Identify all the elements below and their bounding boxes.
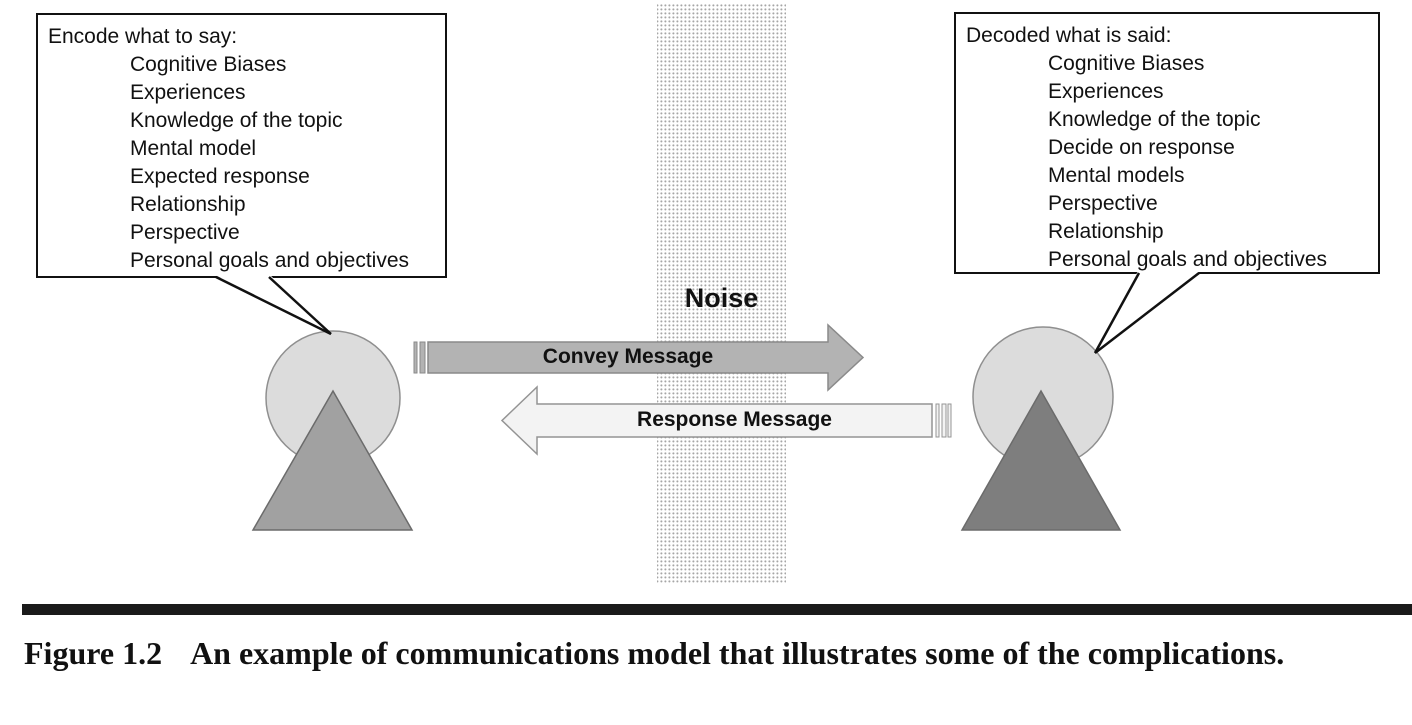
callout-list-item: Cognitive Biases <box>130 53 287 76</box>
callout-list-item: Experiences <box>130 81 246 104</box>
decode-tail-left-line <box>1093 272 1141 354</box>
callout-list-item: Expected response <box>130 165 310 188</box>
receiver-head-circle <box>972 326 1114 468</box>
convey-arrow-tail-bar <box>413 341 418 374</box>
encode-callout-tail <box>215 275 331 334</box>
callout-list-item: Relationship <box>1048 220 1164 243</box>
callout-list-item: Perspective <box>1048 192 1158 215</box>
encode-tail-right-line <box>268 276 332 335</box>
callout-list-item: Personal goals and objectives <box>1048 248 1328 271</box>
sender-body-triangle <box>251 389 414 531</box>
callout-list-item: Knowledge of the topic <box>130 109 343 132</box>
figure-caption-text: An example of communications model that … <box>190 635 1285 671</box>
encode-tail-left-line <box>215 275 332 336</box>
figure-divider-rule <box>22 604 1412 615</box>
encode-box-title: Encode what to say: <box>48 25 238 48</box>
callout-list-item: Mental models <box>1048 164 1185 187</box>
decode-box-title: Decoded what is said: <box>966 24 1172 47</box>
callout-list-item: Relationship <box>130 193 246 216</box>
response-arrow-tail-bar <box>947 403 952 438</box>
callout-list-item: Knowledge of the topic <box>1048 108 1261 131</box>
sender-head-circle <box>265 330 401 466</box>
decode-callout-box: Decoded what is said: Cognitive Biases E… <box>954 12 1380 274</box>
encode-callout-box: Encode what to say: Cognitive Biases Exp… <box>36 13 447 278</box>
convey-arrow-tail-bar <box>419 341 426 374</box>
callout-list-item: Perspective <box>130 221 240 244</box>
convey-message-label: Convey Message <box>542 345 714 368</box>
callout-list-item: Experiences <box>1048 80 1164 103</box>
decode-callout-tail <box>1095 271 1200 353</box>
noise-label: Noise <box>684 283 759 313</box>
callout-list-item: Cognitive Biases <box>1048 52 1205 75</box>
figure-caption-number: Figure 1.2 <box>24 635 163 671</box>
callout-list-item: Decide on response <box>1048 136 1235 159</box>
response-arrow-tail-bar <box>941 403 947 438</box>
callout-list-item: Personal goals and objectives <box>130 249 410 272</box>
receiver-body-triangle <box>960 389 1122 531</box>
figure-caption: Figure 1.2 An example of communications m… <box>24 630 1396 676</box>
response-arrow-tail-bar <box>935 403 940 438</box>
callout-list-item: Mental model <box>130 137 257 160</box>
response-message-label: Response Message <box>637 408 832 431</box>
decode-tail-right-line <box>1094 272 1200 354</box>
